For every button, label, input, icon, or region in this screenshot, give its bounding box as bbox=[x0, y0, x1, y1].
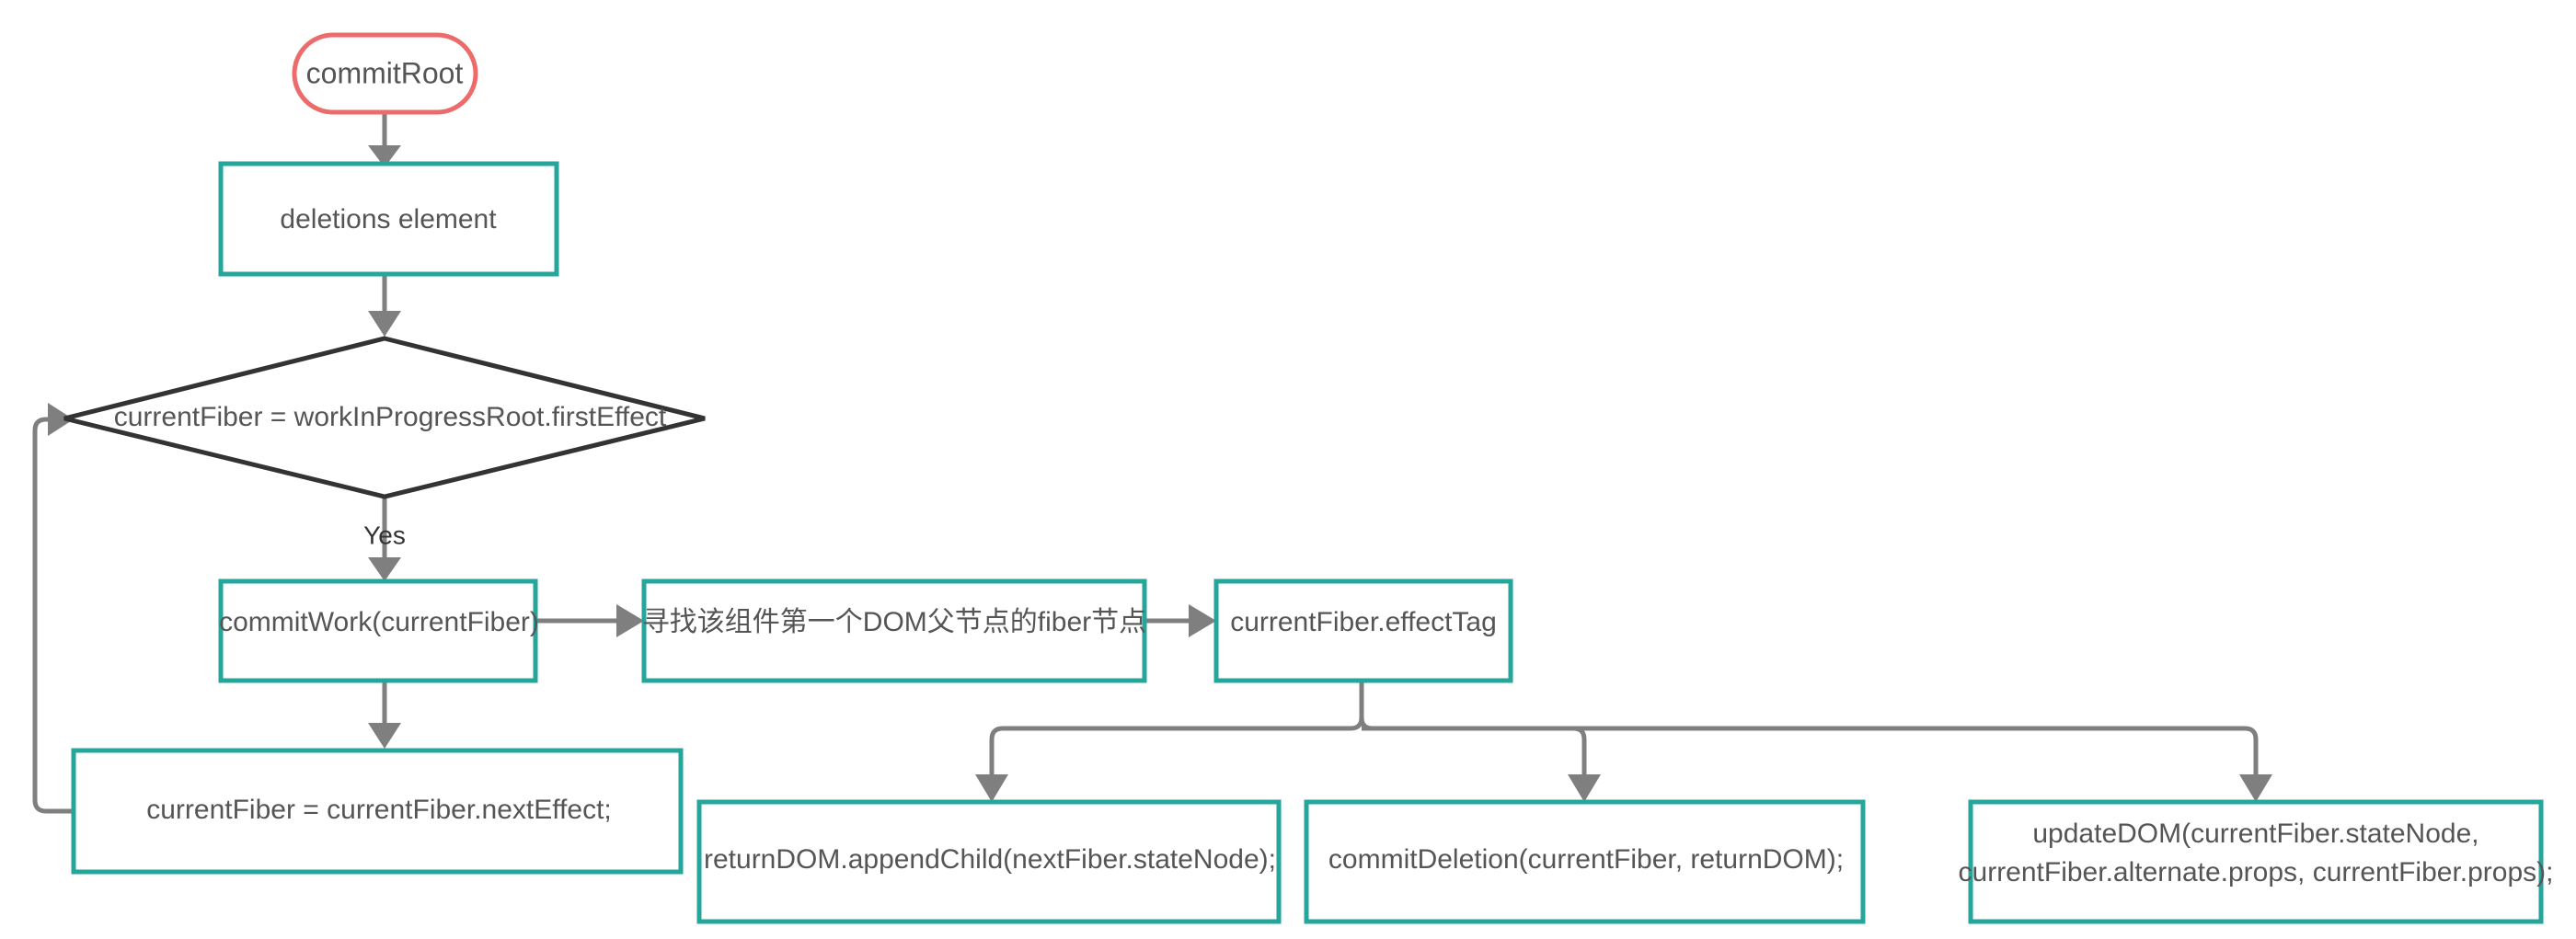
node-label-commit-deletion: commitDeletion(currentFiber, returnDOM); bbox=[1328, 844, 1844, 875]
node-shape bbox=[696, 799, 1282, 924]
arrowhead-icon bbox=[368, 723, 401, 749]
node-commit-work[interactable]: commitWork(currentFiber) bbox=[218, 578, 539, 683]
node-shape bbox=[71, 748, 684, 875]
arrowhead-icon bbox=[368, 311, 401, 337]
arrowhead-icon bbox=[1568, 774, 1601, 802]
arrowhead-icon bbox=[48, 403, 74, 436]
node-shape bbox=[1304, 799, 1866, 924]
node-label-update-dom-line1: updateDOM(currentFiber.stateNode, bbox=[2032, 819, 2478, 849]
edge-commit-work-to-find-parent bbox=[535, 604, 644, 637]
edge-line bbox=[32, 417, 74, 814]
node-label-commit-work: commitWork(currentFiber) bbox=[219, 607, 539, 637]
node-label-next-effect: currentFiber = currentFiber.nextEffect; bbox=[146, 795, 612, 825]
edge-line-branch-append bbox=[989, 681, 1364, 778]
node-current-fiber-next-effect[interactable]: currentFiber = currentFiber.nextEffect; bbox=[71, 748, 684, 875]
arrowhead-icon bbox=[2239, 774, 2272, 802]
node-label-commit-root: commitRoot bbox=[306, 56, 464, 89]
edge-commit-work-to-next-effect bbox=[368, 681, 401, 749]
node-commit-root[interactable]: commitRoot bbox=[292, 32, 478, 115]
node-shape bbox=[63, 336, 706, 499]
node-shape bbox=[641, 578, 1147, 683]
node-label-deletions-element: deletions element bbox=[280, 204, 497, 235]
node-shape bbox=[1213, 578, 1513, 683]
node-find-dom-parent-fiber[interactable]: 寻找该组件第一个DOM父节点的fiber节点 bbox=[641, 578, 1147, 683]
edge-label-yes: Yes bbox=[363, 521, 406, 549]
edge-next-effect-loop-to-decision bbox=[32, 403, 74, 814]
arrowhead-icon bbox=[616, 604, 644, 637]
node-current-fiber-first-effect[interactable]: currentFiber = workInProgressRoot.firstE… bbox=[63, 336, 706, 499]
node-label-effect-tag: currentFiber.effectTag bbox=[1230, 607, 1497, 637]
node-shape bbox=[218, 161, 559, 277]
node-label-update-dom-line2: currentFiber.alternate.props, currentFib… bbox=[1959, 857, 2554, 887]
edge-line-branch-update bbox=[1362, 726, 2259, 778]
node-shape bbox=[218, 578, 538, 683]
node-shape bbox=[1968, 799, 2544, 924]
edge-effect-tag-fork bbox=[975, 681, 2272, 802]
edge-deletions-to-decision bbox=[368, 274, 401, 337]
node-return-dom-append-child[interactable]: returnDOM.appendChild(nextFiber.stateNod… bbox=[696, 799, 1282, 924]
node-deletions-element[interactable]: deletions element bbox=[218, 161, 559, 277]
arrowhead-icon bbox=[975, 774, 1008, 802]
arrowhead-icon bbox=[368, 557, 401, 581]
node-label-find-dom-parent-fiber: 寻找该组件第一个DOM父节点的fiber节点 bbox=[642, 607, 1146, 637]
node-current-fiber-effect-tag[interactable]: currentFiber.effectTag bbox=[1213, 578, 1513, 683]
arrowhead-icon bbox=[368, 145, 401, 167]
node-label-decision: currentFiber = workInProgressRoot.firstE… bbox=[114, 402, 667, 432]
node-update-dom[interactable]: updateDOM(currentFiber.stateNode, curren… bbox=[1959, 799, 2554, 924]
node-commit-deletion[interactable]: commitDeletion(currentFiber, returnDOM); bbox=[1304, 799, 1866, 924]
edge-find-parent-to-effect-tag bbox=[1144, 604, 1216, 637]
arrowhead-icon bbox=[1189, 604, 1216, 637]
node-shape bbox=[292, 32, 478, 115]
edge-commit-root-to-deletions bbox=[368, 112, 401, 167]
node-label-append-child: returnDOM.appendChild(nextFiber.stateNod… bbox=[704, 844, 1276, 875]
edge-decision-to-commit-work: Yes bbox=[363, 497, 406, 581]
